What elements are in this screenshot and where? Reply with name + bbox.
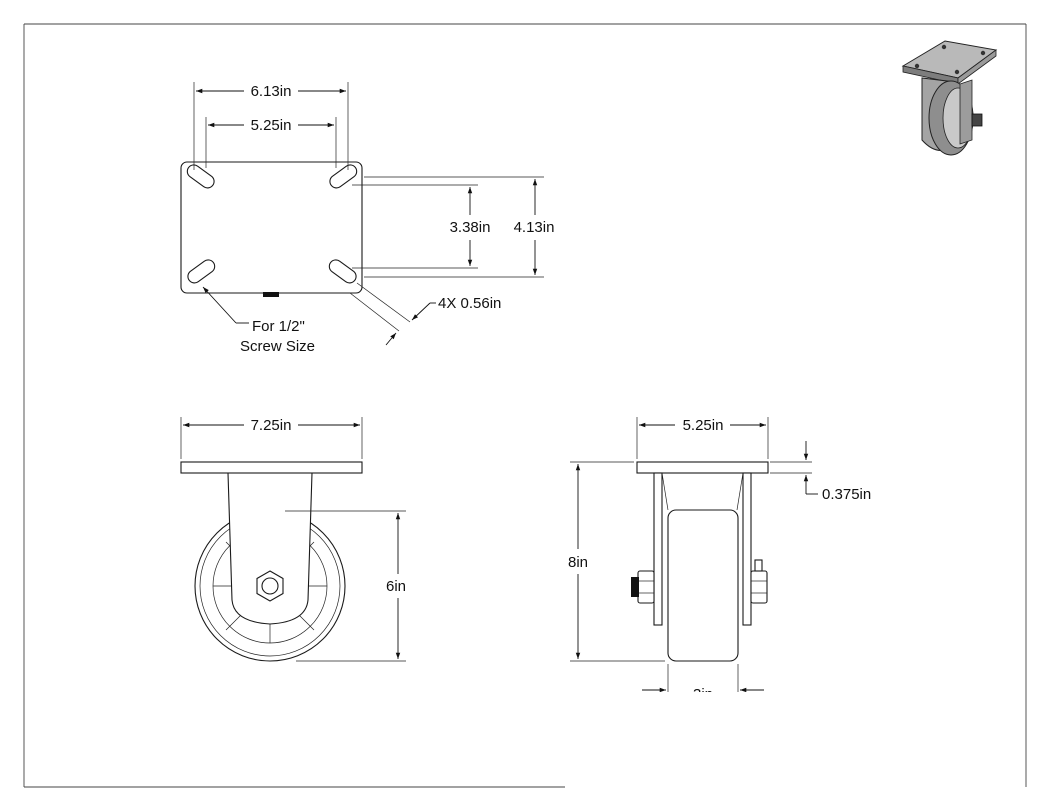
side-view: 7.25in 6in [180,417,406,662]
dim-top-outer-width-label: 6.13in [251,83,292,100]
dim-top-hole-depth-label: 3.38in [450,219,491,236]
screw-note-line2: Screw Size [240,338,315,355]
dim-front-plate-width: 5.25in [636,417,769,459]
dim-side-wheel-diameter-label: 6in [386,578,406,595]
screw-note-line1: For 1/2" [252,318,305,335]
caster-side-body [180,461,363,662]
screw-note: For 1/2" Screw Size [202,286,315,355]
dim-front-wheel-width: 3in [642,664,764,703]
dim-top-hole-width-label: 5.25in [251,117,292,134]
dim-front-overall-height-label: 8in [568,554,588,571]
drawing-frame [23,23,1027,788]
dim-top-outer-depth: 4.13in [364,176,555,278]
dim-top-outer-depth-label: 4.13in [514,219,555,236]
front-view: 5.25in 0.375in 8in 3in [568,417,871,703]
dim-front-wheel-width-label: 3in [693,686,713,703]
caster-front-body [631,461,769,662]
dim-top-hole-depth: 3.38in [352,184,491,269]
dim-top-slot: 4X 0.56in [349,282,501,346]
top-view: 6.13in 5.25in 3.38in 4.13in [180,82,555,355]
dim-top-outer-width: 6.13in [193,82,349,170]
dim-front-overall-height: 8in [568,461,665,662]
dim-front-plate-thickness: 0.375in [770,441,871,503]
dim-front-plate-thickness-label: 0.375in [822,486,871,503]
isometric-caster-thumbnail [901,40,998,156]
dim-front-plate-width-label: 5.25in [683,417,724,434]
dim-side-wheel-diameter: 6in [285,510,406,662]
dim-top-hole-width: 5.25in [205,117,337,168]
dim-top-slot-label: 4X 0.56in [438,295,501,312]
dim-side-plate-width: 7.25in [180,417,363,459]
mounting-plate-top [180,161,363,297]
dim-side-plate-width-label: 7.25in [251,417,292,434]
